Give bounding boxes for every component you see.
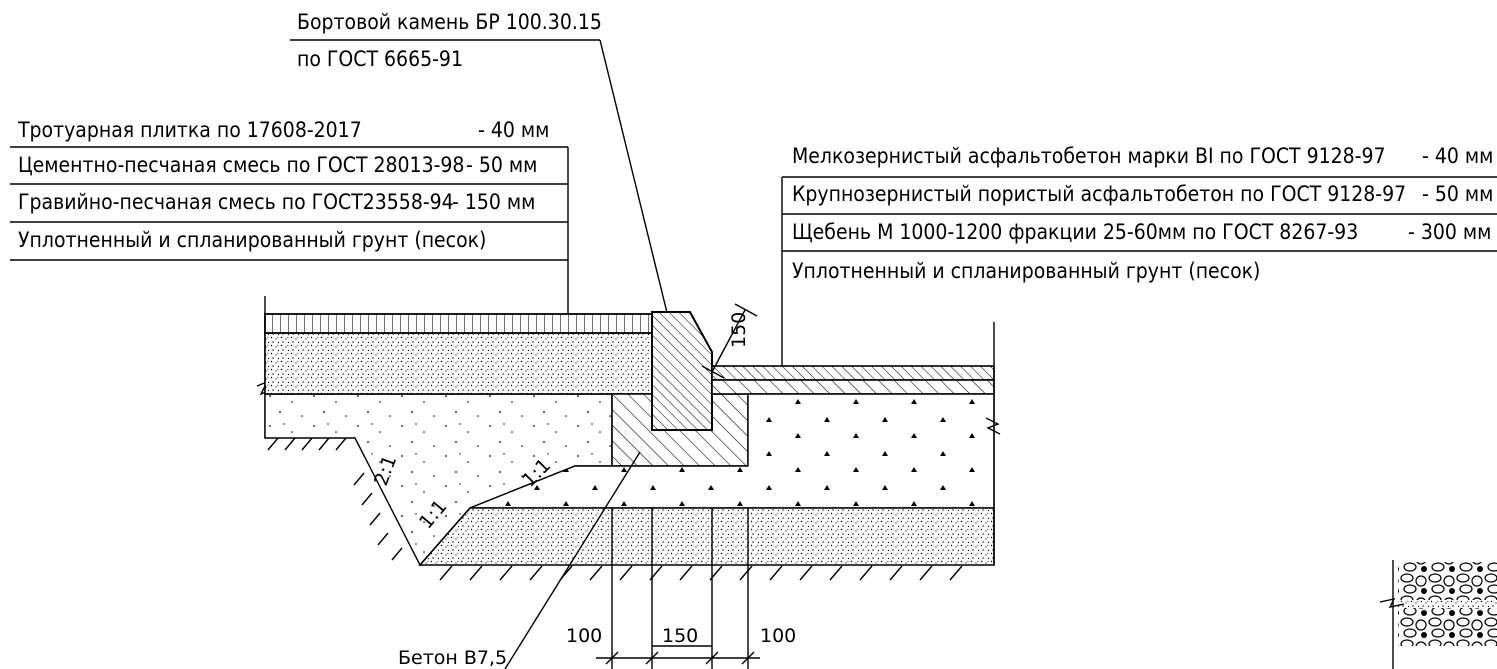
sidewalk-tile-layer	[264, 313, 653, 334]
sidewalk-layer-2-thickness: - 50 мм	[466, 153, 537, 177]
curb-stone	[651, 311, 713, 431]
concrete-note: Бетон В7,5	[398, 451, 641, 669]
ground-hatching	[267, 437, 963, 581]
sidewalk-layer-callout: Тротуарная плитка по 17608-2017 - 40 мм …	[10, 118, 569, 318]
road-layer-1-name: Мелкозернистый асфальтобетон марки BI по…	[792, 144, 1386, 168]
concrete-leader	[504, 451, 641, 669]
left-offset-value: 100	[566, 625, 602, 647]
detail-rubble-top	[1398, 562, 1497, 600]
sidewalk-layer-1-thickness: - 40 мм	[478, 118, 549, 142]
concrete-label: Бетон В7,5	[398, 647, 507, 669]
curb-note-leader	[599, 39, 673, 334]
road-layer-3-thickness: - 300 мм	[1408, 220, 1491, 244]
curb-note-line1: Бортовой камень БР 100.30.15	[297, 10, 602, 34]
sidewalk-layer-3-thickness: - 150 мм	[452, 190, 535, 214]
right-offset-value: 100	[760, 625, 796, 647]
asphalt-fine-layer	[711, 365, 995, 381]
dim-line	[711, 309, 746, 373]
curb-note: Бортовой камень БР 100.30.15 по ГОСТ 666…	[290, 10, 673, 334]
dim-tick	[701, 365, 725, 379]
curb-height-dimension: 150	[701, 303, 758, 379]
asphalt-coarse-layer	[711, 379, 995, 395]
detail-rubble-bottom	[1398, 608, 1497, 646]
curb-width-value: 150	[662, 625, 698, 647]
partial-detail	[1379, 560, 1497, 669]
road-layer-1-thickness: - 40 мм	[1422, 144, 1493, 168]
sand-subgrade-layer	[418, 507, 995, 566]
road-layer-3-name: Щебень М 1000-1200 фракции 25-60мм по ГО…	[792, 220, 1358, 244]
sidewalk-gravel-sand-layer	[264, 332, 653, 395]
sidewalk-layer-2-name: Цементно-песчаная смесь по ГОСТ 28013-98	[18, 153, 464, 177]
dim-tick	[734, 303, 758, 317]
sidewalk-layer-1-name: Тротуарная плитка по 17608-2017	[17, 118, 362, 142]
road-layer-2-thickness: - 50 мм	[1422, 182, 1493, 206]
sidewalk-layer-4-name: Уплотненный и спланированный грунт (песо…	[18, 228, 486, 252]
foundation-width-dimensions: 100 150 100	[566, 508, 796, 669]
right-break-mark	[985, 417, 1001, 435]
road-layer-2-name: Крупнозернистый пористый асфальтобетон п…	[792, 182, 1406, 206]
detail-break-mark	[1379, 598, 1405, 608]
curb-height-value: 150	[728, 312, 750, 348]
cross-section: 2:1 1:1 1:1	[256, 296, 1001, 581]
dim-ticks	[605, 651, 755, 665]
detail-sand-strip	[1398, 600, 1497, 608]
sidewalk-layer-3-name: Гравийно-песчаная смесь по ГОСТ23558-94	[18, 190, 454, 214]
road-layer-callout: Мелкозернистый асфальтобетон марки BI по…	[781, 144, 1497, 370]
road-layer-4-name: Уплотненный и спланированный грунт (песо…	[792, 259, 1260, 283]
curb-note-line2: по ГОСТ 6665-91	[297, 47, 463, 71]
